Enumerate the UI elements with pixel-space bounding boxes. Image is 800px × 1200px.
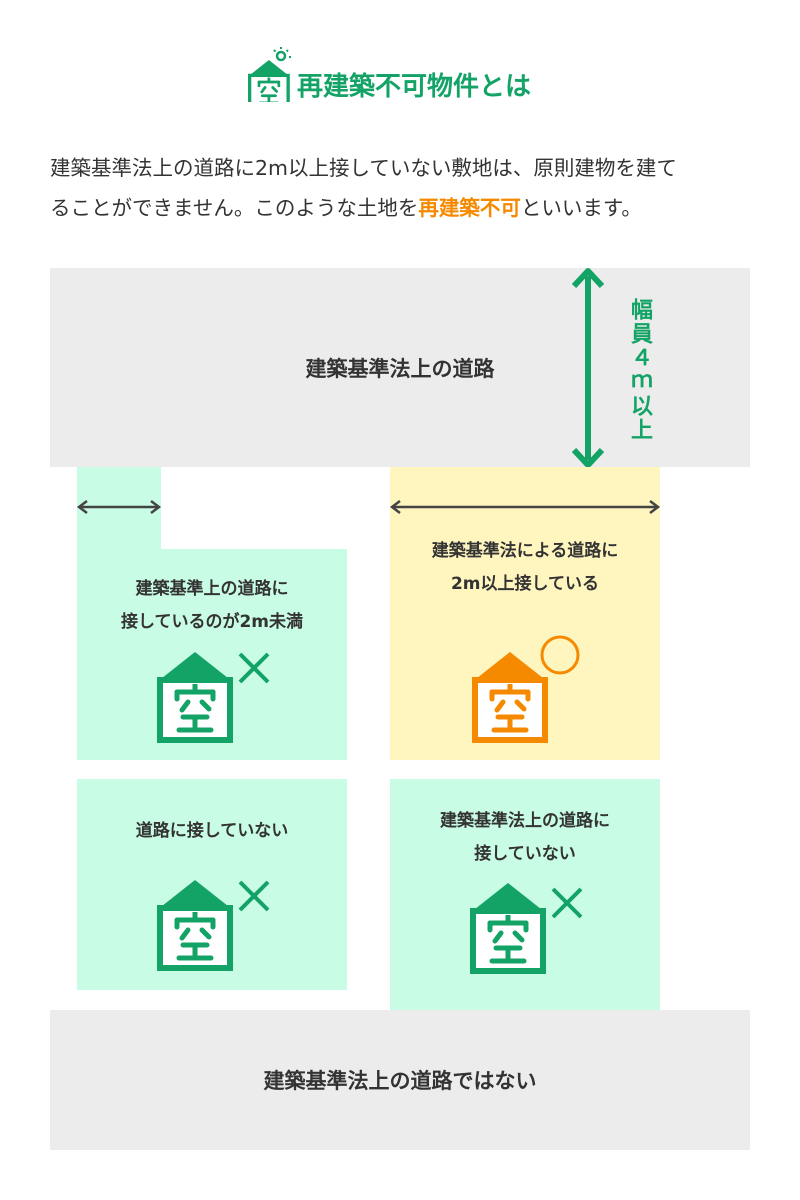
vacant-house-icon <box>157 880 233 972</box>
frontage-arrow-icon <box>389 500 661 514</box>
lot-label-line: 道路に接していない <box>135 821 289 841</box>
top-road: 建築基準法上の道路 <box>50 268 750 467</box>
bottom-road-label: 建築基準法上の道路ではない <box>263 1069 537 1093</box>
intro-highlight: 再建築不可 <box>418 196 521 220</box>
lot-label-line: 建築基準法上の道路に <box>440 811 610 831</box>
intro-text-b: といいます。 <box>520 196 642 220</box>
vacant-house-icon <box>470 883 546 975</box>
vacant-house-icon <box>472 652 548 744</box>
intro-text: 建築基準法上の道路に2m以上接していない敷地は、原則建物を建て ることができませ… <box>50 148 760 228</box>
vacant-house-lightbulb-icon <box>246 47 292 102</box>
cross-mark-icon <box>238 652 270 684</box>
cross-mark-icon <box>238 880 270 912</box>
lot-label-line: 建築基準上の道路に <box>135 579 289 599</box>
frontage-arrow-icon <box>76 500 162 514</box>
intro-text-a: ることができません。このような土地を <box>50 196 419 220</box>
lot-label-line: 接していない <box>474 844 576 864</box>
intro-line-1: 建築基準法上の道路に2m以上接していない敷地は、原則建物を建て <box>50 156 677 180</box>
lot-label-line: 建築基準法による道路に <box>431 541 619 561</box>
circle-mark-icon <box>540 635 580 675</box>
vacant-house-icon <box>157 652 233 744</box>
top-road-label: 建築基準法上の道路 <box>305 356 495 381</box>
lot-narrow-frontage-strip <box>77 467 161 550</box>
page-title: 再建築不可物件とは <box>297 72 532 102</box>
cross-mark-icon <box>551 887 583 919</box>
road-width-arrow-icon <box>571 268 605 468</box>
road-width-label: 幅員４ｍ以上 <box>627 298 652 442</box>
intro-line-2: ることができません。このような土地を再建築不可といいます。 <box>50 188 760 228</box>
lot-label-line: 接しているのが2m未満 <box>120 612 304 632</box>
lot-label-line: 2m以上接している <box>450 574 600 594</box>
bottom-road: 建築基準法上の道路ではない <box>50 1010 750 1150</box>
